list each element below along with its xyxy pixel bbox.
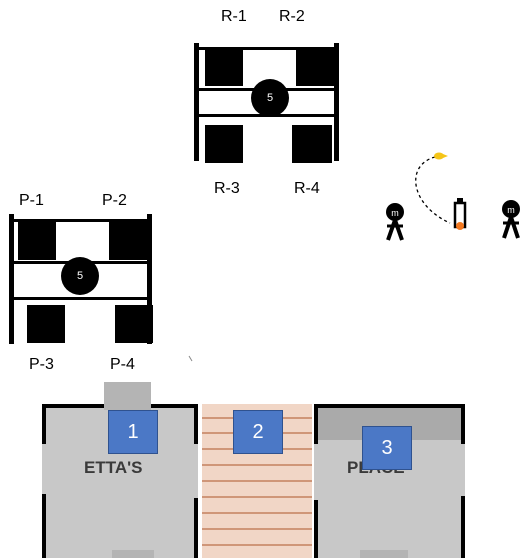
- corridor-stripe: [202, 544, 312, 546]
- room-left-wall-top-r: [151, 404, 198, 408]
- room-right-door-bottom: [360, 550, 408, 558]
- room-right-wall-left-top: [314, 404, 318, 444]
- bottle-icon: [453, 198, 467, 230]
- stray-mark: [188, 355, 193, 362]
- p-right-post: [147, 214, 152, 344]
- r-rail-top: [194, 47, 339, 50]
- p-left-post: [9, 214, 14, 344]
- label-r3: R-3: [214, 180, 240, 197]
- room-left-wall-right-top: [194, 404, 198, 444]
- label-p1: P-1: [19, 192, 44, 209]
- juggler-figure-icon: m: [502, 200, 520, 239]
- room-left-door-bottom: [112, 550, 154, 558]
- label-r2: R-2: [279, 8, 305, 25]
- room-right-wall-right-top: [461, 404, 465, 444]
- corridor-stripe: [202, 512, 312, 514]
- corridor-stripe: [202, 480, 312, 482]
- p-rail-top: [9, 219, 152, 222]
- room-left-label: ETTA'S: [84, 458, 143, 477]
- label-r4: R-4: [294, 180, 320, 197]
- label-r1: R-1: [221, 8, 247, 25]
- corridor-stripe: [202, 528, 312, 530]
- room-right-wall-left-bottom: [314, 500, 318, 558]
- svg-text:m: m: [507, 205, 515, 215]
- p-seat-3: [27, 305, 65, 343]
- label-p4: P-4: [110, 356, 135, 373]
- room-left-wall-left-bottom: [42, 494, 46, 558]
- p-seat-2: [109, 222, 147, 260]
- room-left-wall-right-bottom: [194, 498, 198, 558]
- room-left-wall-top-l: [42, 404, 104, 408]
- juggler-figure-icon: m: [386, 203, 404, 241]
- svg-text:m: m: [391, 208, 399, 218]
- r-left-post: [194, 43, 199, 161]
- location-box-1[interactable]: 1: [108, 410, 158, 454]
- room-right-wall-top: [314, 404, 465, 408]
- label-p2: P-2: [102, 192, 127, 209]
- p-rail-mid2: [9, 297, 152, 300]
- label-p3: P-3: [29, 356, 54, 373]
- r-seat-4: [292, 125, 332, 163]
- r-seat-2: [296, 48, 334, 86]
- juggler-scene: m m: [386, 152, 520, 241]
- location-box-2[interactable]: 2: [233, 410, 283, 454]
- flame-icon: [434, 152, 448, 160]
- p-seat-4: [115, 305, 153, 343]
- r-right-post: [334, 43, 339, 161]
- throw-arc: [415, 156, 451, 224]
- room-left-door-top: [104, 382, 151, 410]
- corridor-stripe: [202, 496, 312, 498]
- room-right-wall-right-bottom: [461, 496, 465, 558]
- r-seat-1: [205, 48, 243, 86]
- corridor-stripe: [202, 464, 312, 466]
- location-box-3[interactable]: 3: [362, 426, 412, 470]
- p-seat-1: [18, 222, 56, 260]
- r-center-table: 5: [251, 79, 289, 117]
- room-left-wall-left-top: [42, 404, 46, 444]
- r-seat-3: [205, 125, 243, 163]
- p-center-table: 5: [61, 257, 99, 295]
